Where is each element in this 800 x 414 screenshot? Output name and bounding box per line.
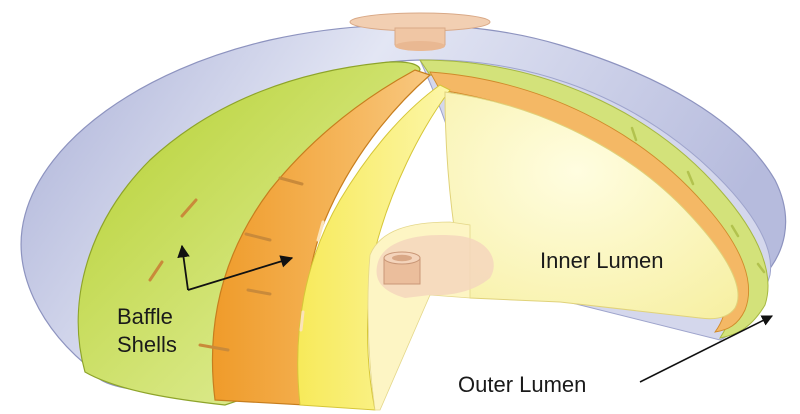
- outer-lumen-arrow: [639, 315, 774, 383]
- baffle-shells-label-line1: Baffle: [117, 304, 173, 329]
- baffle-tabs-right: [630, 126, 766, 274]
- baffle-shells-label-line2: Shells: [117, 332, 177, 357]
- baffle-slots-orange: [299, 220, 325, 332]
- baffle-pins-green: [148, 176, 304, 352]
- outer-lumen-label: Outer Lumen: [458, 372, 586, 397]
- center-port-hole: [392, 254, 412, 262]
- baffle-arrows: [177, 244, 294, 291]
- inner-lumen-label: Inner Lumen: [540, 248, 664, 273]
- top-port-cap: [395, 41, 445, 51]
